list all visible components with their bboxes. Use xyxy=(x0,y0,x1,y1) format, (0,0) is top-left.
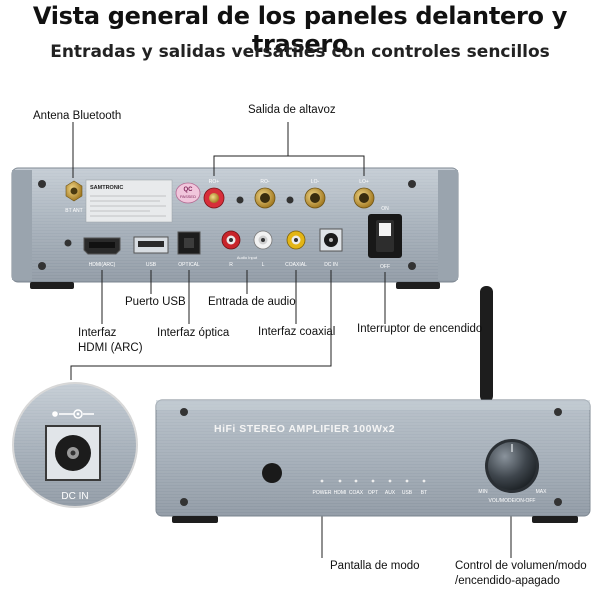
speaker-terminal-lo-plus xyxy=(353,187,375,209)
port-label-dc-in: DC IN xyxy=(324,262,338,268)
dc-in-zoom-inset: DC IN xyxy=(12,382,138,508)
terminal-label-ro-minus: RO- xyxy=(260,179,270,185)
port-label-usb: USB xyxy=(146,262,157,268)
callout-coaxial: Interfaz coaxial xyxy=(258,326,336,338)
speaker-terminal-lo-minus xyxy=(304,187,326,209)
bt-ant-label: BT ANT xyxy=(65,208,82,214)
callout-bt-antenna: Antena Bluetooth xyxy=(33,110,122,122)
brand-label: SAMTRONIC xyxy=(90,185,123,191)
audio-input-label: Audio Input xyxy=(237,255,258,260)
callout-optical: Interfaz óptica xyxy=(157,327,230,339)
terminal-label-lo-minus: LO- xyxy=(311,179,320,185)
qc-passed-label: PASSED xyxy=(180,194,196,199)
terminal-label-ro-plus: RO+ xyxy=(209,179,220,185)
mode-label-usb: USB xyxy=(402,490,413,496)
port-label-optical: OPTICAL xyxy=(178,262,200,268)
callout-audio-input: Entrada de audio xyxy=(208,296,296,308)
callout-hdmi-line1: Interfaz xyxy=(78,327,117,339)
knob-function-label: VOL/MODE/ON-OFF xyxy=(489,498,536,504)
rca-right-input xyxy=(221,230,241,250)
rca-r-label: R xyxy=(229,262,233,268)
mode-label-opt: OPT xyxy=(368,490,378,496)
coaxial-port xyxy=(286,230,306,250)
callout-hdmi-line2: HDMI (ARC) xyxy=(78,342,143,354)
rca-left-input xyxy=(253,230,273,250)
optical-port xyxy=(177,231,201,255)
volume-knob xyxy=(485,439,539,493)
switch-on-label: ON xyxy=(381,206,389,212)
mode-label-bt: BT xyxy=(421,490,427,496)
speaker-terminal-ro-minus xyxy=(254,187,276,209)
knob-max-label: MAX xyxy=(536,489,548,495)
page-title: Vista general de los paneles delantero y… xyxy=(32,2,568,58)
dc-in-port xyxy=(319,228,343,252)
knob-min-label: MIN xyxy=(478,489,488,495)
inset-dc-in-label: DC IN xyxy=(61,491,88,502)
speaker-terminal-ro-plus xyxy=(203,187,225,209)
rear-panel: SAMTRONIC QC PASSED BT ANT xyxy=(11,167,459,289)
rca-l-label: L xyxy=(262,262,265,268)
hdmi-port xyxy=(83,237,121,255)
mode-leds xyxy=(320,479,426,483)
power-switch xyxy=(368,214,402,258)
mode-label-aux: AUX xyxy=(385,490,396,496)
port-label-hdmi: HDMI(ARC) xyxy=(89,262,116,268)
ir-receiver xyxy=(262,463,282,483)
bluetooth-antenna xyxy=(480,286,493,402)
leader-lines xyxy=(70,122,512,558)
mode-label-power: POWER xyxy=(313,490,332,496)
front-panel: HiFi STEREO AMPLIFIER 100Wx2 POWER HDMI … xyxy=(155,286,591,523)
model-label: HiFi STEREO AMPLIFIER 100Wx2 xyxy=(214,423,395,435)
bt-antenna-connector xyxy=(65,180,83,202)
terminal-label-lo-plus: LO+ xyxy=(359,179,369,185)
switch-off-label: OFF xyxy=(380,264,390,270)
page-subtitle: Entradas y salidas versátiles con contro… xyxy=(50,42,550,62)
mode-label-hdmi: HDMI xyxy=(334,490,347,496)
callout-usb-port: Puerto USB xyxy=(125,296,186,308)
callout-volume-line2: /encendido-apagado xyxy=(455,575,560,587)
usb-port xyxy=(133,236,169,254)
callout-power-switch: Interruptor de encendido xyxy=(357,323,483,335)
callout-speaker-out: Salida de altavoz xyxy=(248,104,336,116)
callout-mode-display: Pantalla de modo xyxy=(330,560,420,572)
mode-label-coax: COAX xyxy=(349,490,364,496)
callout-volume-line1: Control de volumen/modo xyxy=(455,560,587,572)
qc-label: QC xyxy=(184,187,194,193)
port-label-coaxial: COAXIAL xyxy=(285,262,307,268)
